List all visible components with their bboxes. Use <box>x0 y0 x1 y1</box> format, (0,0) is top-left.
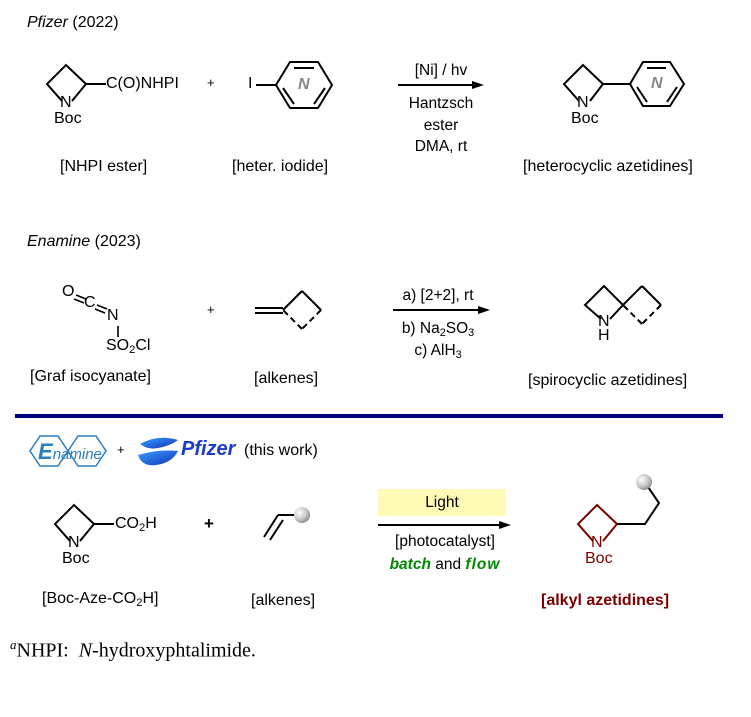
h-text: H <box>145 515 157 532</box>
section3-plus: + <box>204 514 214 533</box>
co2h-label: CO2H <box>115 515 157 534</box>
nhpi-caption: [NHPI ester] <box>60 158 148 175</box>
arrow1-above: [Ni] / hv <box>414 62 468 79</box>
this-work-label: (this work) <box>244 442 318 459</box>
aze-caption: [Boc-Aze-CO2H] <box>42 590 159 609</box>
co-text: CO <box>115 515 139 532</box>
aze-n-label: N <box>68 534 80 551</box>
section1-year: (2022) <box>72 14 119 31</box>
section1-title: Pfizer (2022) <box>27 14 119 32</box>
footnote-marker: a <box>10 637 17 652</box>
batch-label: batch <box>389 556 431 573</box>
alkene-structure <box>263 514 295 541</box>
aze-caption-sub: 2 <box>136 597 143 609</box>
alkene-caption-3: [alkenes] <box>251 592 316 609</box>
so-text: SO <box>106 337 130 354</box>
footnote-term-italic: N <box>78 639 93 662</box>
product1-n-label: N <box>577 94 589 111</box>
pfizer-logo-mark <box>138 437 178 466</box>
section2-year: (2023) <box>94 233 141 250</box>
substituent-ball-product <box>636 474 652 490</box>
product1-ring-n: N <box>651 75 663 92</box>
alkyl-azetidine-structure <box>576 486 661 542</box>
spirocyclic-azetidine-structure <box>583 284 662 325</box>
isocyanate-group: SO2Cl <box>106 337 151 356</box>
spiro-h-label: H <box>598 327 610 344</box>
and-label: and <box>435 556 462 573</box>
co2-subscript: 2 <box>139 522 146 534</box>
light-box <box>378 489 506 516</box>
cond-b-sub2: 3 <box>468 327 475 339</box>
so-subscript: 2 <box>129 344 136 356</box>
graf-isocyanate-structure <box>73 294 119 337</box>
isocyanate-caption: [Graf isocyanate] <box>30 368 151 385</box>
section1-plus: + <box>207 75 215 90</box>
alkene-caption-2: [alkenes] <box>254 370 319 387</box>
arrow2-below-c: c) AlH3 <box>388 342 488 360</box>
nhpi-substituent: C(O)NHPI <box>106 75 179 92</box>
heterocyclic-azetidine-structure <box>562 61 686 107</box>
isocyanate-n: N <box>107 307 119 324</box>
section2-plus: + <box>207 302 215 317</box>
product1-caption: [heterocyclic azetidines] <box>523 158 693 175</box>
iodide-caption: [heter. iodide] <box>232 158 329 175</box>
footnote: aNHPI: N-hydroxyphtalimide. <box>10 637 256 663</box>
product3-caption: [alkyl azetidines] <box>541 592 670 609</box>
mode-label: batch and flow <box>374 556 516 574</box>
methylenecyclobutane-structure <box>255 290 322 330</box>
boc-aze-co2h-structure <box>53 503 114 542</box>
cond-c-pre: c) AlH <box>414 342 456 359</box>
isocyanate-c: C <box>84 294 96 311</box>
section1-company: Pfizer <box>27 14 68 31</box>
aze-boc-label: Boc <box>62 550 90 567</box>
section2-title: Enamine (2023) <box>27 233 141 251</box>
pfizer-logo-text: Pfizer <box>181 438 236 460</box>
flow-label: flow <box>465 556 501 573</box>
nhpi-ester-structure <box>45 63 106 102</box>
cond-b-sub1: 2 <box>439 327 446 339</box>
cond-c-sub: 3 <box>455 349 462 361</box>
spiro-n-label: N <box>598 313 610 330</box>
arrow1-below-2: ester <box>423 117 459 134</box>
enamine-logo-e: E <box>38 439 53 464</box>
arrow1-below-3: DMA, rt <box>414 138 468 155</box>
heteroaryl-iodide-structure <box>256 61 334 109</box>
enamine-logo-rest: namine <box>52 446 102 463</box>
reaction-arrow-2 <box>393 306 490 314</box>
reaction-arrow-3 <box>378 521 511 529</box>
product1-boc-label: Boc <box>571 110 599 127</box>
arrow1-below-1: Hantzsch <box>408 95 474 112</box>
light-label: Light <box>425 494 459 511</box>
product3-n-label: N <box>591 534 603 551</box>
product3-boc-label: Boc <box>585 550 613 567</box>
aze-caption-post: H] <box>142 590 159 607</box>
arrow2-below-b: b) Na2SO3 <box>388 320 488 338</box>
arrow2-above: a) [2+2], rt <box>402 287 474 304</box>
footnote-abbr: NHPI: <box>16 639 69 662</box>
iodide-i-label: I <box>248 75 253 92</box>
section2-company: Enamine <box>27 233 91 250</box>
enamine-logo: Enamine <box>38 439 102 465</box>
logo-plus: + <box>117 442 125 457</box>
nhpi-boc-label: Boc <box>54 110 82 127</box>
reaction-arrow-1 <box>398 81 484 89</box>
isocyanate-o: O <box>62 283 75 300</box>
enamine-logo-graphic <box>29 435 107 467</box>
substituent-ball-reactant <box>294 507 310 523</box>
nhpi-n-label: N <box>60 94 72 111</box>
iodide-ring-n: N <box>298 76 310 93</box>
photocatalyst-label: [photocatalyst] <box>395 533 495 550</box>
cl-text: Cl <box>135 337 151 354</box>
cond-b-pre: b) Na <box>401 320 440 337</box>
footnote-term-rest: -hydroxyphtalimide. <box>92 639 256 662</box>
spiro-caption: [spirocyclic azetidines] <box>528 372 688 389</box>
cond-b-mid: SO <box>445 320 469 337</box>
section-divider <box>15 414 723 418</box>
aze-caption-pre: [Boc-Aze-CO <box>42 590 137 607</box>
